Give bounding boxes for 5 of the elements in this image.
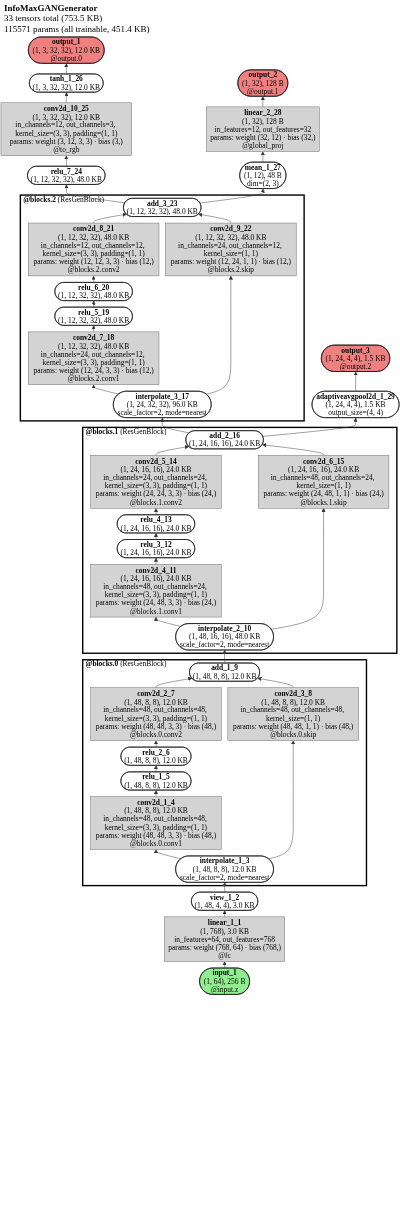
summary-note: 115571 params (all trainable, 451.4 KB): [4, 23, 151, 35]
arrow: [91, 300, 96, 308]
summary-note: 33 tensors total (753.5 KB): [4, 13, 104, 24]
arrow: [153, 790, 158, 797]
diagram-title: InfoMaxGANGenerator: [4, 3, 99, 14]
